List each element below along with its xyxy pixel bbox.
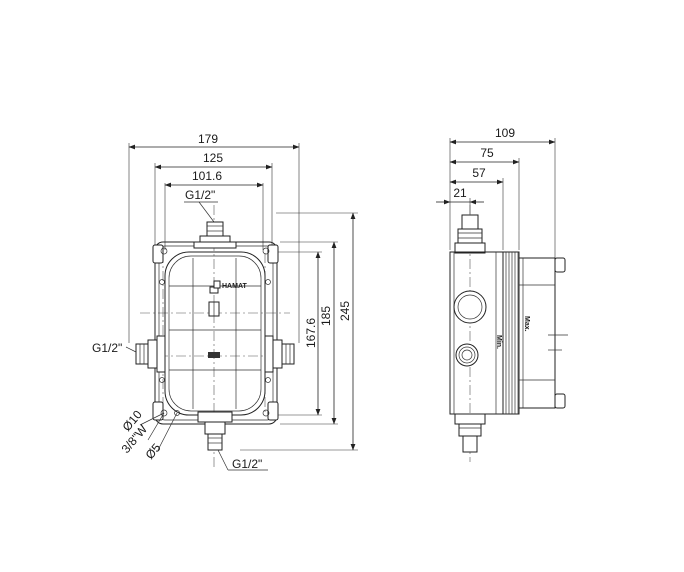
- min-label: Min.: [495, 335, 502, 349]
- bottom-port: [197, 411, 233, 451]
- brand-label: HAMAT: [222, 283, 247, 290]
- dim-101-6: 101.6: [164, 169, 264, 188]
- front-view: 179 125 101.6 G1/2" 167.6 185: [92, 132, 358, 471]
- dim-125: 125: [154, 151, 273, 170]
- dim-125-label: 125: [203, 151, 223, 165]
- dim-109: 109: [449, 126, 556, 145]
- brand-logo: HAMAT: [213, 280, 247, 290]
- dim-57: 57: [449, 166, 504, 185]
- dim-185-label: 185: [319, 306, 333, 326]
- dim-179-label: 179: [198, 132, 218, 146]
- hole-d5-label: Ø5: [143, 440, 164, 462]
- front-extension-lines: [128, 143, 358, 451]
- dim-21-label: 21: [453, 186, 467, 200]
- dim-245: 245: [338, 212, 356, 451]
- side-extension-lines: [449, 138, 556, 260]
- side-cover: [518, 257, 568, 409]
- bottom-port-label: G1/2": [232, 457, 262, 471]
- dim-57-label: 57: [472, 166, 486, 180]
- side-top-port: [454, 214, 486, 254]
- left-port: [135, 335, 166, 373]
- right-port: [264, 335, 295, 373]
- left-port-label: G1/2": [92, 341, 122, 355]
- top-port-label: G1/2": [185, 188, 215, 202]
- bottom-port-callout: G1/2": [217, 449, 268, 471]
- max-label: Max.: [523, 316, 530, 332]
- top-port: [193, 221, 237, 249]
- dim-167-6: 167.6: [304, 251, 321, 416]
- left-port-callout: G1/2": [92, 341, 137, 355]
- dim-185: 185: [280, 241, 338, 425]
- dim-179: 179: [128, 132, 300, 150]
- dim-75-label: 75: [480, 146, 494, 160]
- top-port-callout: G1/2": [184, 188, 218, 223]
- dim-101-6-label: 101.6: [192, 169, 222, 183]
- dim-245-label: 245: [338, 301, 352, 321]
- hole-callouts: Ø10 3/8"W Ø5: [119, 407, 178, 462]
- dim-75: 75: [449, 146, 520, 165]
- dim-21: 21: [436, 186, 484, 205]
- dim-109-label: 109: [495, 126, 515, 140]
- dim-167-6-label: 167.6: [304, 318, 318, 348]
- side-threaded-sleeve: [502, 251, 520, 415]
- valve-body: [164, 251, 266, 416]
- side-view: 109 75 57 21: [436, 126, 568, 462]
- side-body: [449, 251, 504, 415]
- side-bottom-port: [454, 413, 486, 453]
